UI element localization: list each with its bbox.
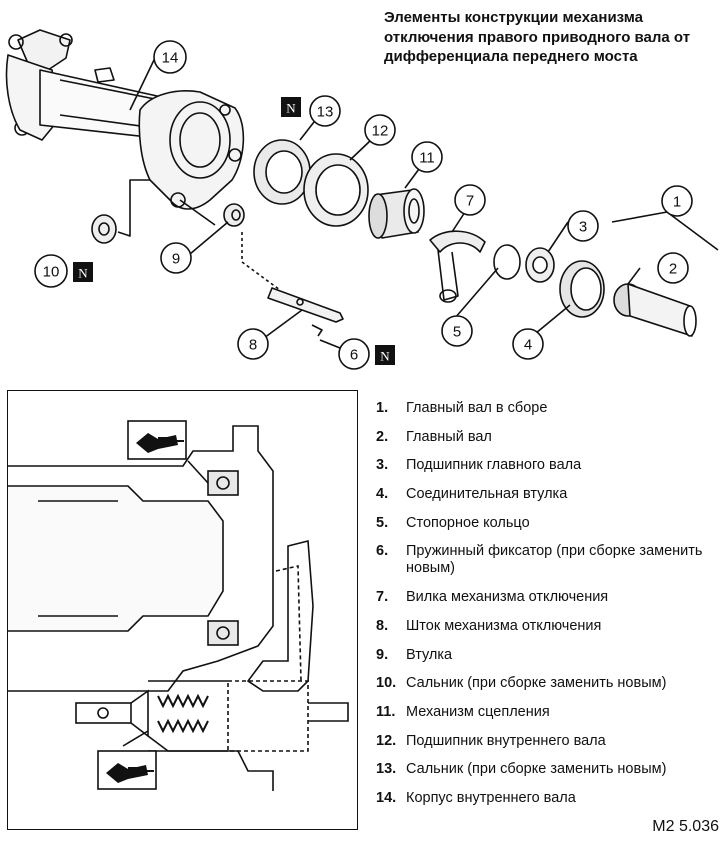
callout-5 xyxy=(441,315,473,347)
callout-label: 13 xyxy=(317,104,334,121)
callout-label: 10 xyxy=(43,264,60,281)
callout-11 xyxy=(411,141,443,173)
legend-number: 7. xyxy=(376,589,389,606)
legend-number: 11. xyxy=(376,703,396,720)
legend-number: 9. xyxy=(376,646,389,663)
legend-text: Сальник (при сборке заменить новым) xyxy=(406,761,667,778)
callout-label: 4 xyxy=(524,337,532,354)
figure-title: Элементы конструкции механизма отключени… xyxy=(384,9,691,65)
bushing-9-drawing xyxy=(223,203,245,227)
legend-text: Подшипник главного вала xyxy=(406,457,582,474)
callout-label: 14 xyxy=(162,50,179,67)
callout-label: 9 xyxy=(172,251,180,268)
legend-text: Подшипник внутреннего вала xyxy=(406,732,606,749)
legend-text: Соединительная втулка xyxy=(406,486,568,503)
exploded-view: 1 2 3 4 5 6 7 8 9 10 11 12 13 14 N N N xyxy=(5,29,719,370)
callout-3 xyxy=(567,210,599,242)
legend-item: 4. Соединительная втулка xyxy=(376,486,721,503)
legend-item: 9. Втулка xyxy=(376,647,721,664)
legend-number: 3. xyxy=(376,457,389,474)
legend-number: 4. xyxy=(376,486,389,503)
legend-item: 1. Главный вал в сборе xyxy=(376,400,721,417)
legend-text: Корпус внутреннего вала xyxy=(406,789,576,806)
legend-item: 12. Подшипник внутреннего вала xyxy=(376,733,721,750)
legend-item: 13. Сальник (при сборке заменить новым) xyxy=(376,761,721,778)
legend-item: 11. Механизм сцепления xyxy=(376,704,721,721)
callout-label: 5 xyxy=(453,324,461,341)
callout-label: 6 xyxy=(350,347,358,364)
callout-label: 11 xyxy=(419,150,435,167)
legend-text: Главный вал в сборе xyxy=(406,400,548,416)
callout-6 xyxy=(338,338,370,370)
legend-item: 2. Главный вал xyxy=(376,429,721,446)
clutch-11-drawing xyxy=(368,188,425,239)
callout-12 xyxy=(364,114,396,146)
legend-item: 7. Вилка механизма отключения xyxy=(376,589,721,606)
legend-item: 14. Корпус внутреннего вала xyxy=(376,790,721,807)
legend-number: 2. xyxy=(376,428,389,445)
sleeve-4-drawing xyxy=(559,260,605,318)
legend-number: 10. xyxy=(376,675,397,692)
callout-label: 8 xyxy=(249,337,257,354)
callout-10 xyxy=(34,254,68,288)
callout-8 xyxy=(237,328,269,360)
legend-number: 12. xyxy=(376,732,397,749)
legend-number: 14. xyxy=(376,789,397,806)
legend-item: 5. Стопорное кольцо xyxy=(376,515,721,532)
callout-1 xyxy=(661,185,693,217)
bearing-3-drawing xyxy=(525,247,555,283)
fork-7-drawing xyxy=(429,230,486,303)
legend-text: Механизм сцепления xyxy=(406,703,550,720)
legend-item: 3. Подшипник главного вала xyxy=(376,457,721,474)
bearing-12-drawing xyxy=(303,153,369,227)
legend-number: 6. xyxy=(376,543,389,560)
new-part-badge-label: N xyxy=(286,101,296,116)
legend-number: 1. xyxy=(376,400,389,416)
new-part-badge xyxy=(73,262,93,282)
legend-number: 13. xyxy=(376,761,397,778)
new-part-badge-label: N xyxy=(380,349,390,364)
legend-item: 8. Шток механизма отключения xyxy=(376,618,721,635)
callout-label: 12 xyxy=(372,123,389,140)
callout-7 xyxy=(454,184,486,216)
legend-text: Шток механизма отключения xyxy=(406,617,602,634)
legend-text: Втулка xyxy=(406,646,453,663)
legend-text: Сальник (при сборке заменить новым) xyxy=(406,675,667,692)
callout-label: 3 xyxy=(579,219,587,236)
parts-legend: 1. Главный вал в сборе 2. Главный вал 3. По… xyxy=(376,400,721,819)
callout-2 xyxy=(657,252,689,284)
legend-text: Главный вал xyxy=(406,428,492,445)
new-part-badge xyxy=(281,97,301,117)
new-part-badge xyxy=(375,345,395,365)
grease-gun-icon xyxy=(127,420,187,460)
callout-4 xyxy=(512,328,544,360)
legend-text: Вилка механизма отключения xyxy=(406,589,609,606)
rod-8-drawing xyxy=(241,232,344,337)
legend-text: Стопорное кольцо xyxy=(406,514,530,531)
seal-13-drawing xyxy=(253,139,311,205)
callout-label: 2 xyxy=(669,261,677,278)
main-shaft-2-drawing xyxy=(613,283,697,337)
callout-label: 1 xyxy=(673,194,681,211)
grease-gun-icon xyxy=(97,750,157,790)
snap-ring-5-drawing xyxy=(493,244,521,280)
callout-label: 7 xyxy=(466,193,474,210)
legend-number: 8. xyxy=(376,617,389,634)
legend-number: 5. xyxy=(376,514,389,531)
legend-item: 6. Пружинный фиксатор (при сборке заменит… xyxy=(376,543,721,577)
callout-14 xyxy=(153,40,187,74)
new-part-badge-label: N xyxy=(78,266,88,281)
figure-code: M2 5.036 xyxy=(652,818,719,835)
callout-9 xyxy=(160,242,192,274)
callout-13 xyxy=(309,95,341,127)
cross-section-inset xyxy=(7,390,358,830)
housing-drawing xyxy=(5,29,245,226)
cross-section-drawing xyxy=(8,420,349,791)
legend-item: 10. Сальник (при сборке заменить новым) xyxy=(376,675,721,692)
seal-10-drawing xyxy=(91,179,150,244)
legend-text: Пружинный фиксатор (при сборке заменить … xyxy=(406,543,703,577)
